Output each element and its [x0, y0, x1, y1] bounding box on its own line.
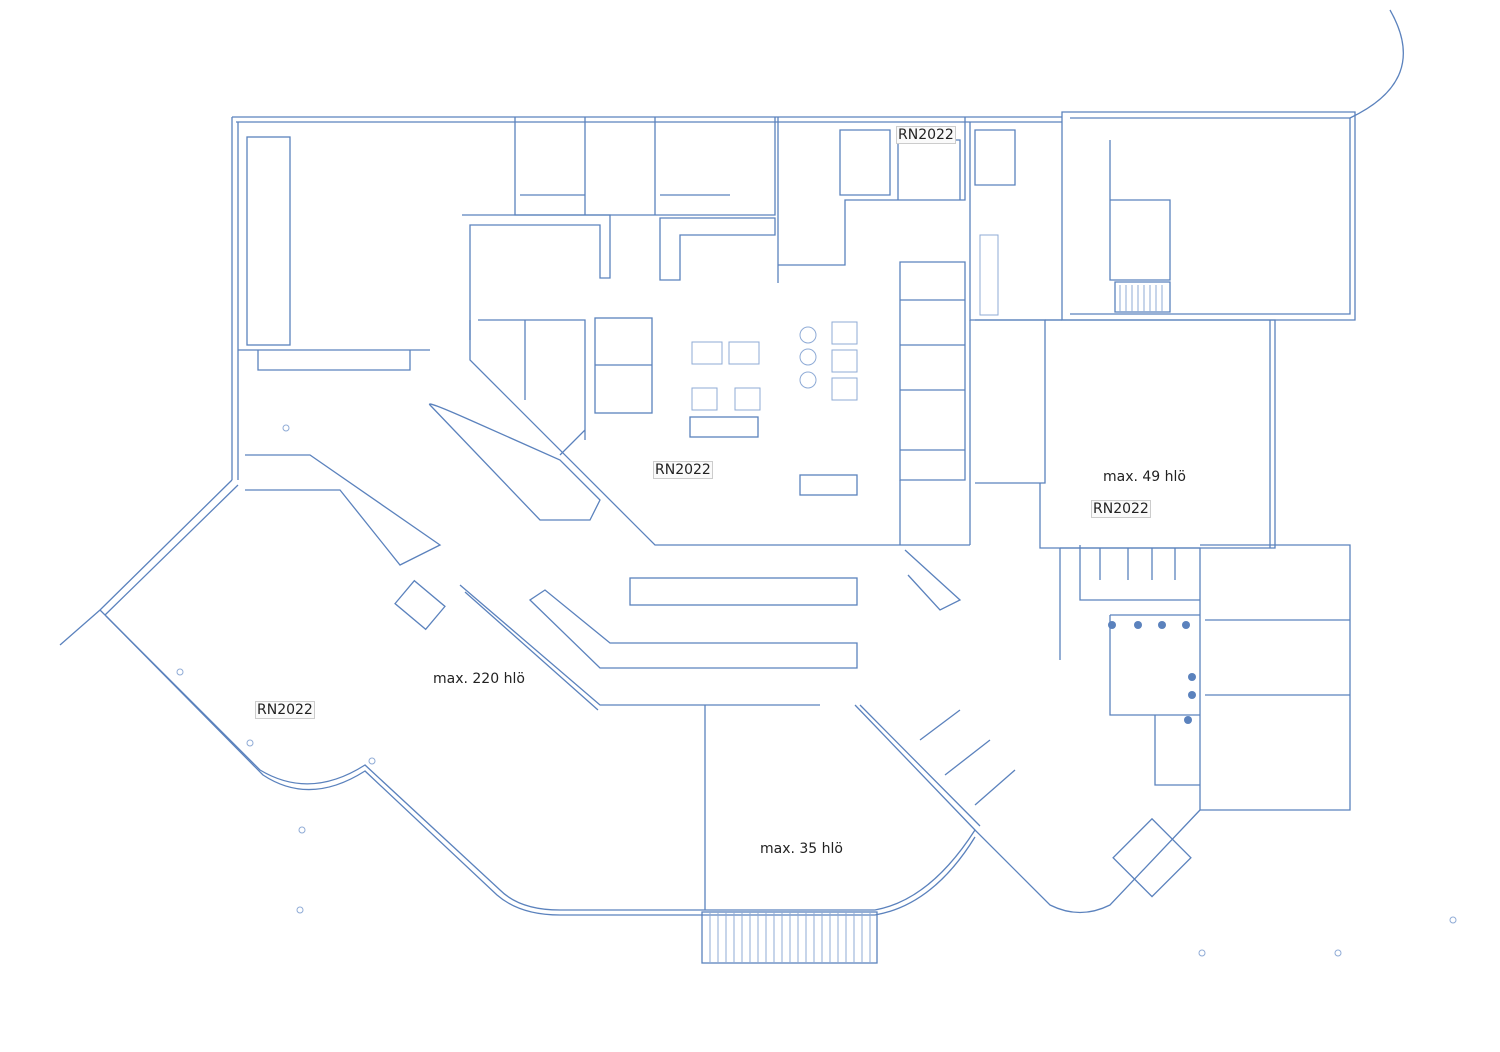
columns — [176, 424, 1457, 957]
walls-center — [428, 261, 1276, 549]
walls-north — [231, 9, 1404, 480]
room-code-label: RN2022 — [1091, 500, 1151, 518]
capacity-label-small-room: max. 35 hlö — [760, 841, 843, 857]
room-code-label: RN2022 — [896, 126, 956, 144]
walls-main-hall — [59, 454, 1201, 916]
room-code-label: RN2022 — [653, 461, 713, 479]
capacity-label-main-hall: max. 220 hlö — [433, 671, 525, 687]
walls-restrooms — [1059, 544, 1351, 898]
room-code-label: RN2022 — [255, 701, 315, 719]
capacity-label-right-room: max. 49 hlö — [1103, 469, 1186, 485]
stairs-south — [701, 911, 878, 964]
